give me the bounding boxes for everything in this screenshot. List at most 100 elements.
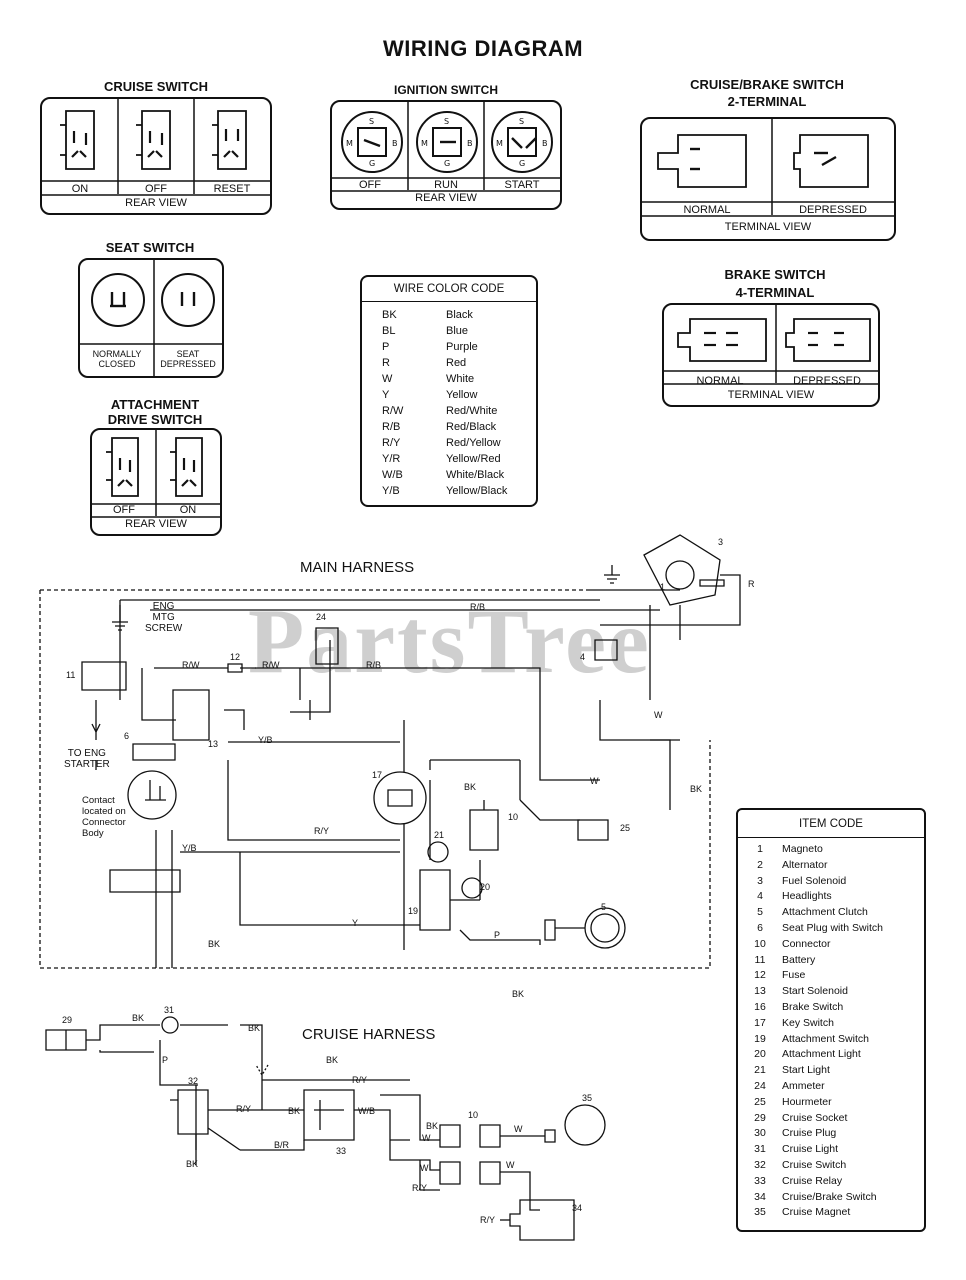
brake-switch-view: TERMINAL VIEW [727, 389, 815, 401]
svg-text:G: G [519, 159, 525, 168]
wire-label: BK [512, 989, 525, 999]
ignition-switch-title: IGNITION SWITCH [394, 83, 498, 97]
wire-label: R/B [470, 602, 486, 612]
item-number: 24 [316, 612, 327, 622]
svg-text:S: S [519, 117, 524, 126]
item-number: 32 [188, 1076, 199, 1086]
wire-label: Y/B [182, 843, 197, 853]
cruise-brake-title-2: 2-TERMINAL [727, 94, 807, 109]
item-code-title: ITEM CODE [799, 818, 863, 830]
wire-label: Y/B [258, 735, 273, 745]
wire-label: BK [132, 1013, 145, 1023]
wire-label: R/W [262, 660, 280, 670]
item-number: 10 [468, 1110, 479, 1120]
wire-label: R/Y [314, 826, 330, 836]
wire-label: Y [352, 918, 359, 928]
attachment-switch-panel: OFF ON REAR VIEW [90, 428, 222, 536]
cruise-brake-view: TERMINAL VIEW [724, 221, 812, 233]
svg-text:B: B [392, 139, 398, 148]
wire-label: P [162, 1055, 169, 1065]
wire-label: R/Y [480, 1215, 496, 1225]
item-number: 3 [718, 537, 724, 547]
svg-text:B: B [467, 139, 473, 148]
cruise-brake-title-1: CRUISE/BRAKE SWITCH [690, 77, 844, 92]
wire-label: W [420, 1163, 429, 1173]
cruise-switch-off: OFF [145, 183, 167, 195]
item-number: 33 [336, 1146, 347, 1156]
watermark: PartsTree [248, 590, 651, 692]
wire-label: BK [208, 939, 221, 949]
wire-label: W [514, 1124, 523, 1134]
svg-text:B: B [542, 139, 548, 148]
wire-label: BK [288, 1106, 301, 1116]
wire-label: BK [248, 1023, 261, 1033]
wire-label: BK [690, 784, 703, 794]
item-number: 21 [434, 830, 445, 840]
attachment-view: REAR VIEW [125, 518, 187, 530]
wire-label: R/W [182, 660, 200, 670]
item-number: 1 [660, 582, 666, 592]
item-number: 4 [580, 652, 586, 662]
svg-text:S: S [369, 117, 374, 126]
cruise-switch-title: CRUISE SWITCH [104, 79, 208, 94]
item-number: 10 [508, 812, 519, 822]
wire-label: BK [326, 1055, 339, 1065]
wire-label: W [422, 1133, 431, 1143]
attachment-on: ON [179, 504, 197, 516]
wire-label: BK [186, 1159, 199, 1169]
item-number: 6 [124, 731, 130, 741]
attachment-switch-title-1: ATTACHMENT [110, 397, 200, 412]
ignition-start: START [504, 179, 540, 191]
wire-label: W [654, 710, 663, 720]
item-number: 35 [582, 1093, 593, 1103]
cruise-brake-panel: NORMAL DEPRESSED TERMINAL VIEW [640, 117, 896, 241]
cruise-harness-title: CRUISE HARNESS [302, 1026, 436, 1043]
item-number: 17 [372, 770, 383, 780]
item-number: 34 [572, 1203, 583, 1213]
item-number: 29 [62, 1015, 73, 1025]
brake-switch-graphic [664, 305, 878, 385]
attachment-off: OFF [113, 504, 135, 516]
brake-switch-depressed: DEPRESSED [793, 375, 861, 387]
svg-text:G: G [444, 159, 450, 168]
svg-text:G: G [369, 159, 375, 168]
ignition-view: REAR VIEW [415, 192, 477, 204]
item-number: 5 [601, 902, 607, 912]
wire-label: BK [464, 782, 477, 792]
seat-switch-normally-closed: NORMALLY CLOSED [92, 349, 142, 369]
cruise-brake-depressed: DEPRESSED [799, 204, 867, 216]
ignition-off: OFF [359, 179, 381, 191]
brake-switch-panel: NORMAL DEPRESSED TERMINAL VIEW [662, 303, 880, 407]
